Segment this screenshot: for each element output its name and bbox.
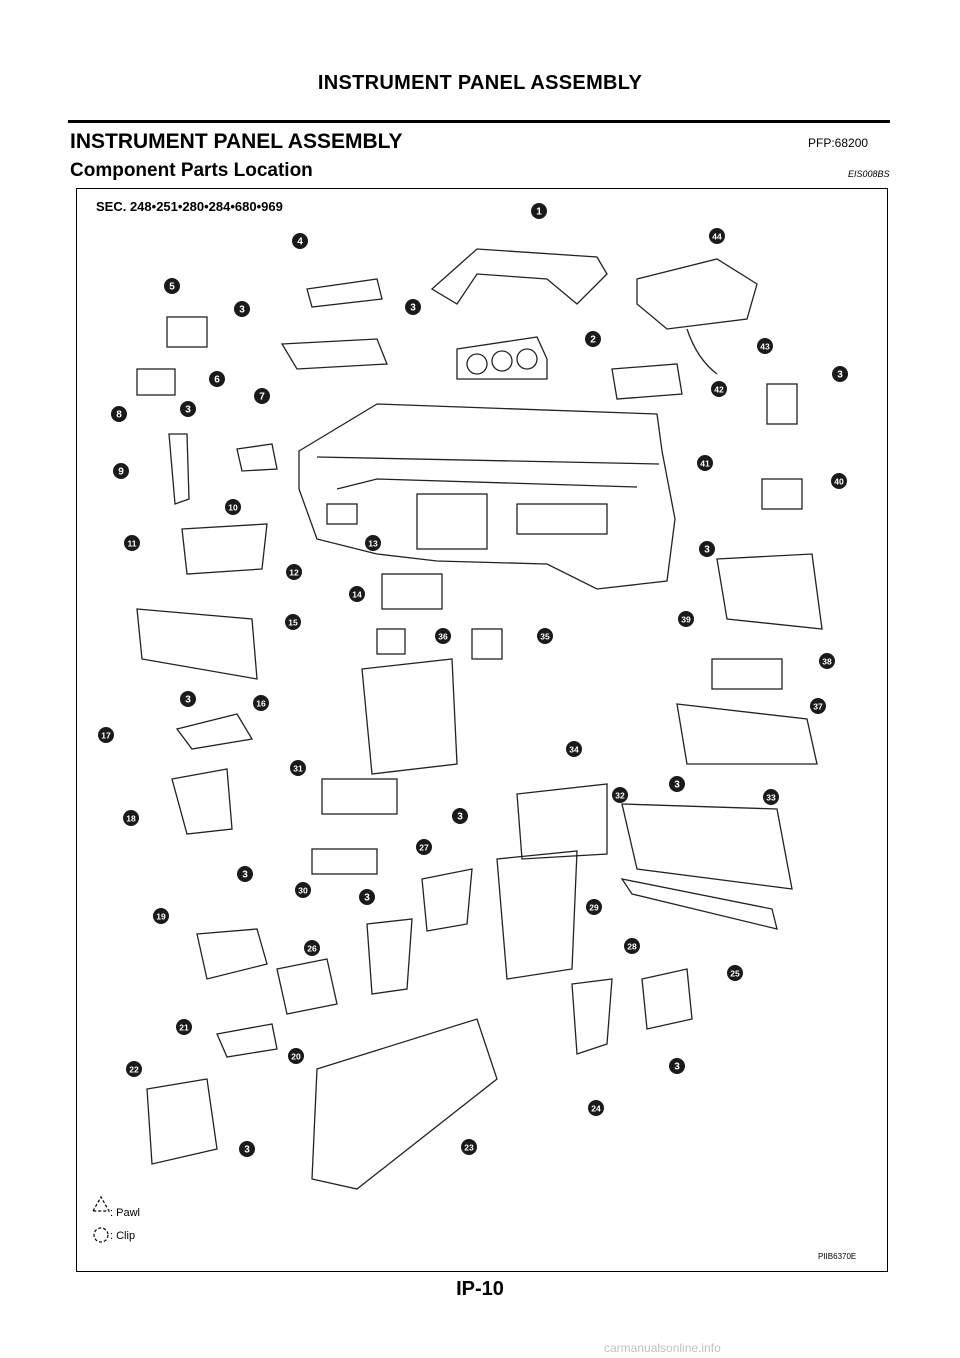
meter-hood-shape xyxy=(430,248,608,380)
callout-number: 19 xyxy=(156,912,166,922)
callout-number: 4 xyxy=(297,237,303,248)
callout-number: 28 xyxy=(627,942,637,952)
left-components-shapes xyxy=(136,278,388,1165)
callout-number: 3 xyxy=(674,780,680,791)
callout-number: 3 xyxy=(364,893,370,904)
callout-number: 16 xyxy=(256,699,266,709)
callout-number: 20 xyxy=(291,1052,301,1062)
callout-number: 3 xyxy=(185,695,191,706)
right-components-shapes xyxy=(571,363,823,1055)
callout-number: 22 xyxy=(129,1065,139,1075)
callout-number: 15 xyxy=(288,618,298,628)
legend-clip-label: : Clip xyxy=(110,1230,136,1242)
callout-number: 39 xyxy=(681,615,691,625)
legend-pawl-label: : Pawl xyxy=(110,1207,140,1219)
subsection-code: EIS008BS xyxy=(848,169,890,179)
callout-number: 34 xyxy=(569,745,579,755)
callout-number: 30 xyxy=(298,886,308,896)
callout-number: 5 xyxy=(169,282,175,293)
callout-number: 7 xyxy=(259,392,265,403)
callout-number: 14 xyxy=(352,590,362,600)
watermark: carmanualsonline.info xyxy=(604,1341,721,1355)
section-title: INSTRUMENT PANEL ASSEMBLY xyxy=(70,130,403,153)
callout-number: 35 xyxy=(540,632,550,642)
callout-number: 2 xyxy=(590,335,596,346)
callout-number: 12 xyxy=(289,568,299,578)
callout-number: 3 xyxy=(242,870,248,881)
callout-number: 41 xyxy=(700,459,710,469)
callout-number: 1 xyxy=(536,207,542,218)
callout-number: 3 xyxy=(410,303,416,314)
callout-number: 33 xyxy=(766,793,776,803)
callout-number: 31 xyxy=(293,764,303,774)
figure-id: PIIB6370E xyxy=(818,1252,857,1261)
callout-number: 25 xyxy=(730,969,740,979)
callout-number: 3 xyxy=(185,405,191,416)
callout-number: 17 xyxy=(101,731,111,741)
callout-number: 3 xyxy=(837,370,843,381)
callout-number: 38 xyxy=(822,657,832,667)
page-header-title: INSTRUMENT PANEL ASSEMBLY xyxy=(317,72,643,94)
airbag-module-shape xyxy=(636,258,758,375)
callout-number: 3 xyxy=(239,305,245,316)
callout-number: 13 xyxy=(368,539,378,549)
callout-number: 11 xyxy=(128,539,137,549)
callout-number: 29 xyxy=(589,903,599,913)
callout-number: 36 xyxy=(438,632,448,642)
callout-number: 43 xyxy=(760,342,770,352)
callout-number: 3 xyxy=(704,545,710,556)
callout-number: 23 xyxy=(464,1143,474,1153)
callout-number: 44 xyxy=(712,232,722,242)
callout-markers xyxy=(98,203,848,1157)
callout-number: 8 xyxy=(116,410,122,421)
callout-number: 10 xyxy=(228,503,238,513)
part-family-code: PFP:68200 xyxy=(808,136,869,150)
callout-number: 26 xyxy=(307,944,317,954)
callout-number: 3 xyxy=(674,1062,680,1073)
callout-number: 42 xyxy=(714,385,724,395)
callout-number: 37 xyxy=(813,702,823,712)
page-number: IP-10 xyxy=(456,1278,504,1300)
callout-number: 27 xyxy=(419,843,429,853)
subsection-title: Component Parts Location xyxy=(70,160,313,181)
diagram-frame xyxy=(76,188,888,1272)
callout-number: 32 xyxy=(615,791,625,801)
pawl-icon xyxy=(91,1195,111,1212)
instrument-panel-shape xyxy=(298,403,676,590)
clip-icon xyxy=(93,1227,109,1243)
callout-number: 9 xyxy=(118,467,124,478)
callout-number: 18 xyxy=(126,814,136,824)
callout-number: 6 xyxy=(214,375,220,386)
callout-number: 3 xyxy=(457,812,463,823)
callout-number: 3 xyxy=(244,1145,250,1156)
callout-number: 24 xyxy=(591,1104,601,1114)
center-stack-shapes xyxy=(311,573,608,1190)
section-numbers-label: SEC. 248•251•280•284•680•969 xyxy=(96,199,283,214)
callout-number: 21 xyxy=(179,1023,189,1033)
header-rule xyxy=(68,120,890,123)
callout-number: 40 xyxy=(834,477,844,487)
